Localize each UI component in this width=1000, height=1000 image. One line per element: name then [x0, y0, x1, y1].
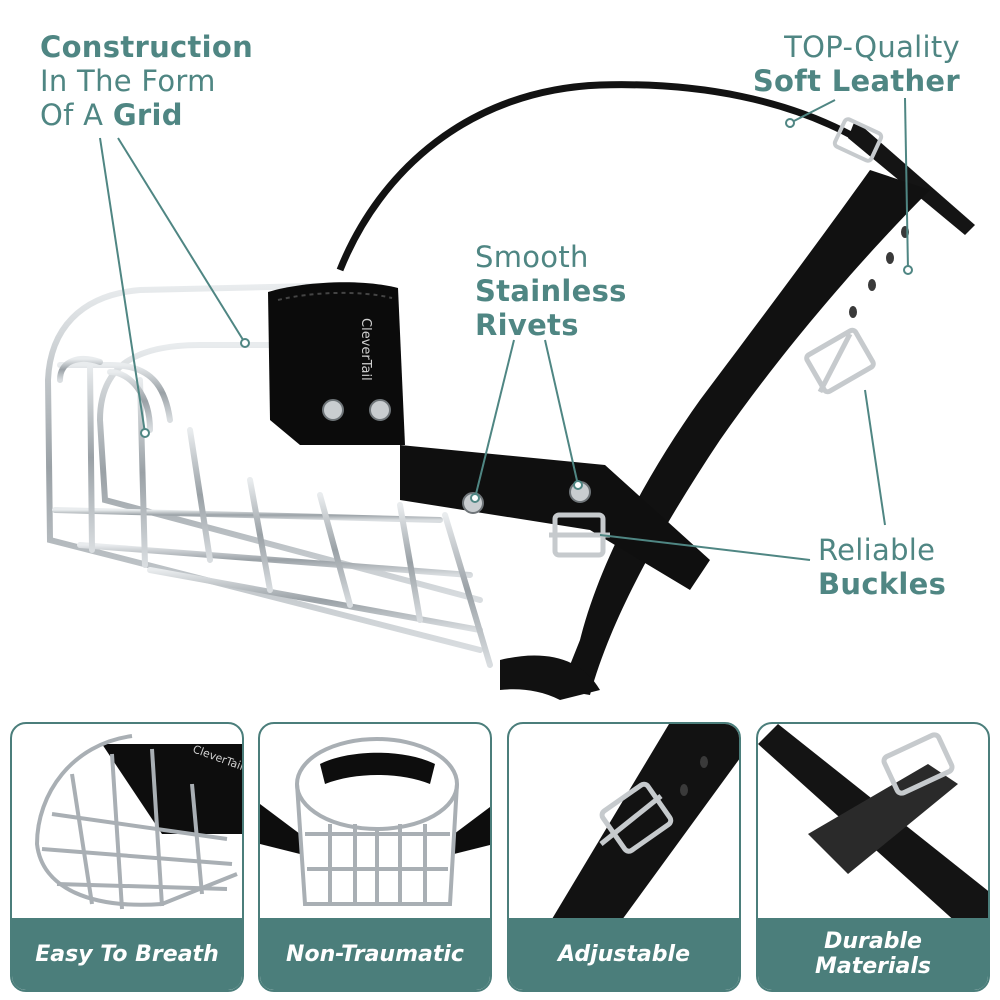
callout-buckles-line1: Reliable: [818, 533, 936, 567]
strap-buckle-image: [549, 724, 739, 924]
cage-side-image: CleverTail: [34, 734, 242, 910]
neck-buckle: [804, 327, 876, 395]
feature-panel-durable: Durable Materials: [756, 722, 990, 992]
feature-panel-adjustable: Adjustable: [507, 722, 741, 992]
callout-grid-line3-bold: Grid: [112, 98, 183, 132]
callout-rivets-line3: Rivets: [475, 308, 579, 342]
muzzle-product-image: CleverTail: [44, 81, 975, 700]
callout-lines: [99, 97, 909, 561]
neck-strap: [560, 170, 930, 695]
feature-panel-nontraumatic: Non-Traumatic: [258, 722, 492, 992]
callout-grid-line2: In The Form: [40, 64, 216, 98]
wire-cage: [44, 282, 493, 668]
head-strap: [336, 81, 862, 272]
callout-rivets-line2: Stainless: [475, 274, 627, 308]
nose-pad: [268, 282, 405, 445]
callout-rivets-line1: Smooth: [475, 240, 589, 274]
callout-leather-line1: TOP-Quality: [784, 30, 960, 64]
callout-grid-construction: Construction In The Form Of A Grid: [40, 30, 253, 132]
callout-reliable-buckles: Reliable Buckles: [818, 533, 946, 601]
panel-caption-breath: Easy To Breath: [12, 918, 242, 990]
strap-detail-image: [758, 724, 988, 924]
callout-grid-line1: Construction: [40, 30, 254, 64]
callout-soft-leather: TOP-Quality Soft Leather: [753, 30, 960, 98]
callout-leather-line2: Soft Leather: [752, 64, 960, 98]
panel-caption-durable: Durable Materials: [758, 918, 988, 990]
brand-mark: CleverTail: [358, 318, 373, 381]
feature-panel-breath: CleverTail Easy To Breath: [10, 722, 244, 992]
callout-stainless-rivets: Smooth Stainless Rivets: [475, 240, 627, 342]
panel-caption-adjustable: Adjustable: [509, 918, 739, 990]
callout-grid-line3-prefix: Of A: [40, 98, 113, 132]
cage-front-image: [260, 737, 490, 906]
panel-caption-nontraumatic: Non-Traumatic: [260, 918, 490, 990]
callout-buckles-line2: Buckles: [818, 567, 947, 601]
